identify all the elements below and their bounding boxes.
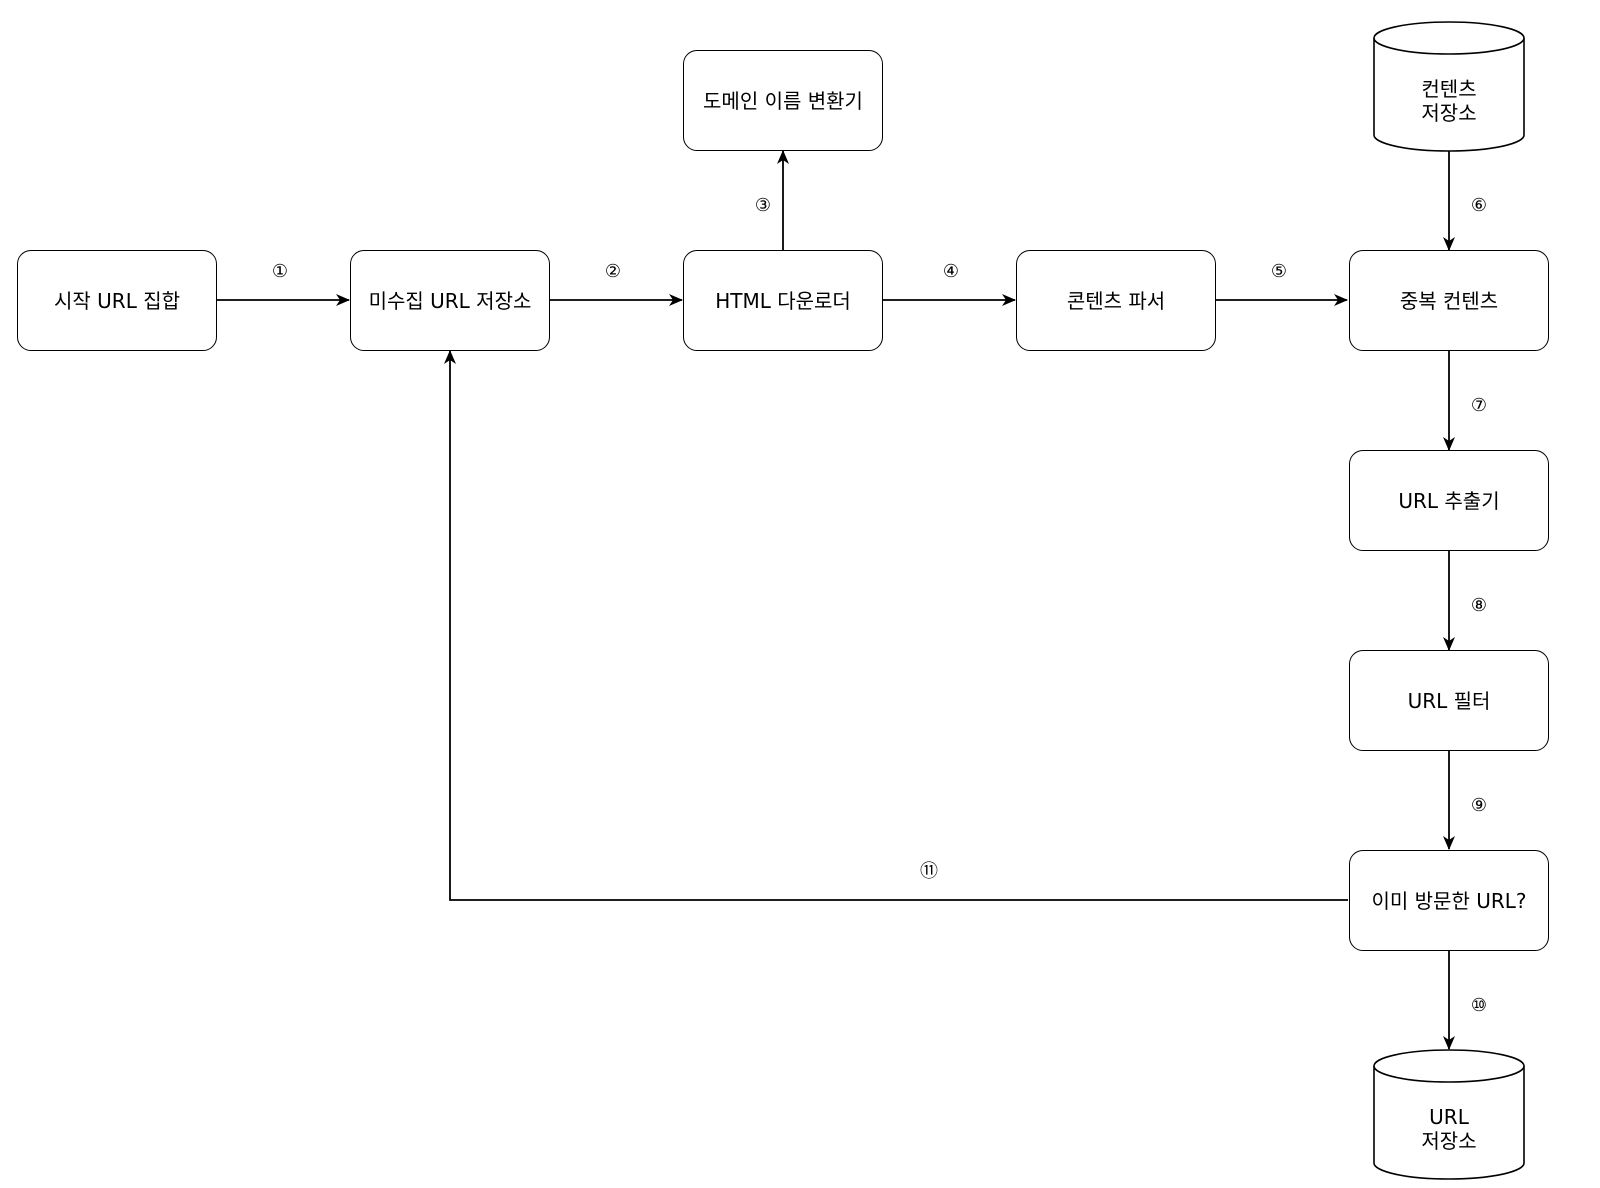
step-8-label: ⑧ xyxy=(1470,595,1488,616)
step-7-label: ⑦ xyxy=(1470,395,1488,416)
step-11-label: ⑪ xyxy=(920,861,938,882)
content-seen-node: 중복 컨텐츠 xyxy=(1349,250,1549,351)
step-10-label: ⑩ xyxy=(1470,995,1488,1016)
url-filter-node: URL 필터 xyxy=(1349,650,1549,751)
step-9-label: ⑨ xyxy=(1470,795,1488,816)
step-1-label: ① xyxy=(271,261,289,282)
step-3-label: ③ xyxy=(754,195,772,216)
dns-resolver-node: 도메인 이름 변환기 xyxy=(683,50,883,151)
step-4-label: ④ xyxy=(942,261,960,282)
html-downloader-node: HTML 다운로더 xyxy=(683,250,883,351)
url-storage-cylinder xyxy=(1373,1049,1525,1180)
content-storage-line1: 컨텐츠 xyxy=(1421,77,1477,101)
url-seen-node: 이미 방문한 URL? xyxy=(1349,850,1549,951)
content-parser-node: 콘텐츠 파서 xyxy=(1016,250,1216,351)
arrow-url-seen-to-frontier xyxy=(444,350,1348,901)
url-extractor-node: URL 추출기 xyxy=(1349,450,1549,551)
content-storage-label: 컨텐츠 저장소 xyxy=(1374,66,1524,136)
seed-urls-node: 시작 URL 집합 xyxy=(17,250,217,351)
content-storage-cylinder xyxy=(1373,21,1525,152)
url-storage-line1: URL xyxy=(1429,1105,1469,1129)
url-frontier-node: 미수집 URL 저장소 xyxy=(350,250,550,351)
step-2-label: ② xyxy=(604,261,622,282)
step-5-label: ⑤ xyxy=(1270,261,1288,282)
url-storage-line2: 저장소 xyxy=(1421,1129,1477,1153)
url-storage-label: URL 저장소 xyxy=(1374,1094,1524,1164)
step-6-label: ⑥ xyxy=(1470,195,1488,216)
content-storage-line2: 저장소 xyxy=(1421,101,1477,125)
